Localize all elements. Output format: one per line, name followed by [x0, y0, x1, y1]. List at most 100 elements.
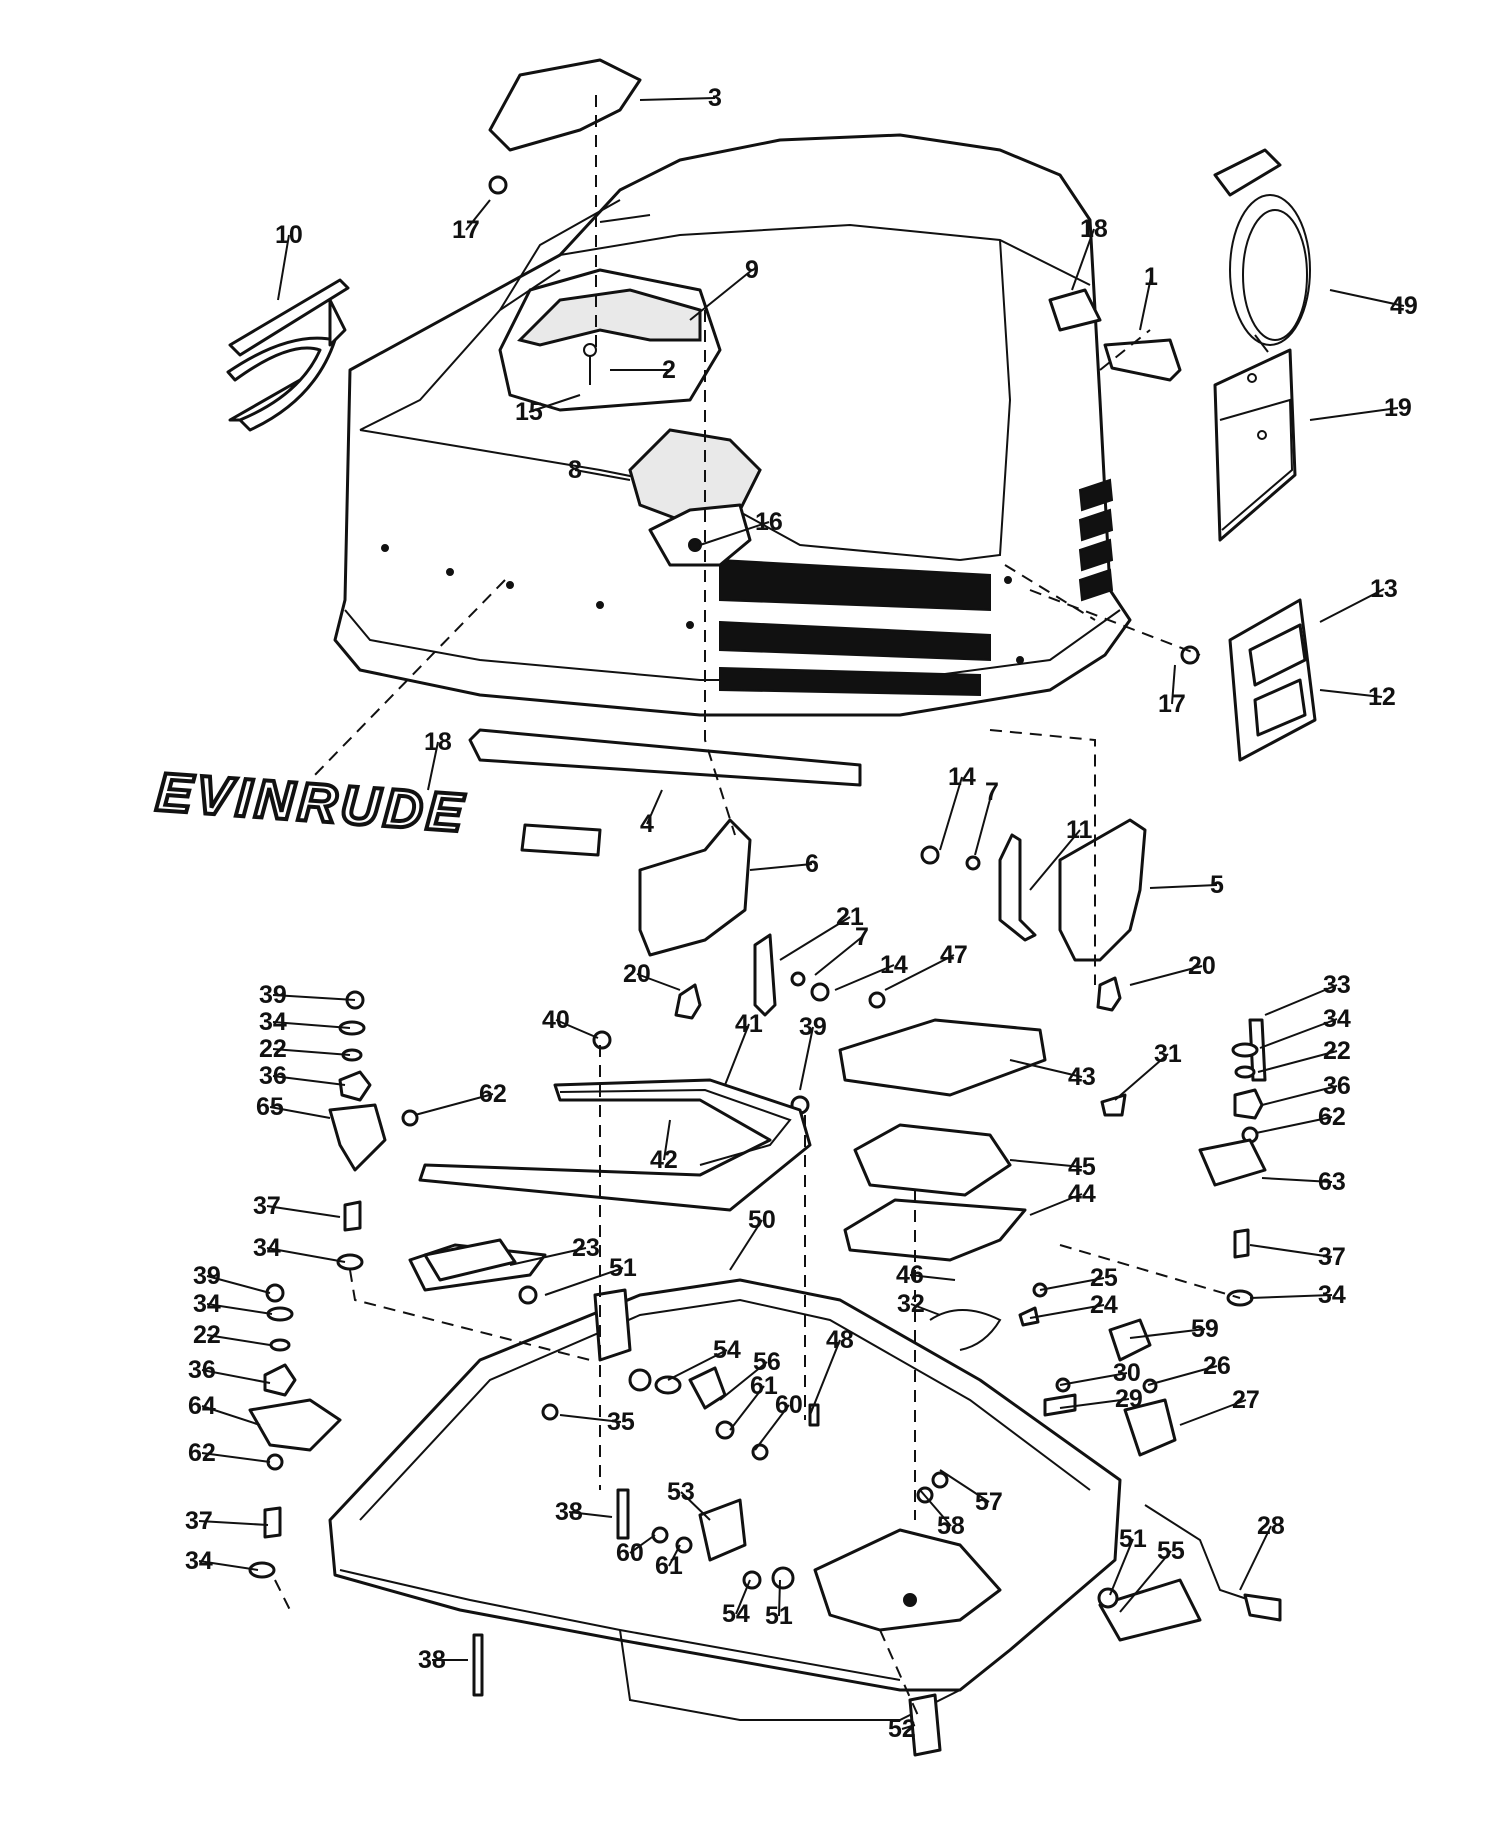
callout-number: 37: [1318, 1243, 1346, 1271]
callout-c22a: 22: [259, 1035, 351, 1063]
nut-51-part: [1097, 1587, 1119, 1609]
callout-leader: [779, 916, 851, 961]
callout-number: 51: [765, 1602, 793, 1630]
callout-number: 24: [1090, 1291, 1118, 1319]
callout-number: 33: [1323, 971, 1351, 999]
callout-c48: 48: [809, 1326, 854, 1416]
callout-number: 11: [1066, 816, 1093, 844]
callout-number: 5: [1210, 871, 1224, 899]
callout-c40: 40: [542, 1006, 599, 1039]
callout-leader: [636, 973, 681, 991]
callout-number: 38: [418, 1646, 446, 1674]
callout-number: 1: [1144, 263, 1158, 291]
callout-leader: [639, 97, 716, 101]
callout-number: 22: [1323, 1037, 1351, 1065]
emblem-part: [226, 278, 350, 432]
callout-c20a: 20: [623, 960, 681, 991]
callout-number: 21: [836, 903, 864, 931]
callout-leader: [1029, 1304, 1105, 1319]
callout-c8: 8: [568, 456, 631, 484]
callout-c62c: 62: [188, 1439, 271, 1467]
callout-number: 59: [1191, 1315, 1219, 1343]
callout-c2: 2: [610, 356, 676, 384]
callout-c62a: 62: [414, 1080, 507, 1116]
callout-leader: [414, 1093, 494, 1116]
callout-number: 47: [940, 941, 968, 969]
grip-55-part: [1098, 1578, 1202, 1642]
callout-leader: [555, 1019, 599, 1039]
callout-leader: [1059, 1372, 1128, 1386]
callout-c15: 15: [515, 394, 581, 426]
callout-leader: [1255, 1116, 1333, 1134]
callout-number: 62: [479, 1080, 507, 1108]
callout-leader: [201, 1369, 271, 1384]
pouch-part: [1213, 348, 1297, 542]
assembly-lines: [274, 95, 1241, 1721]
callout-leader: [1009, 1059, 1083, 1078]
callout-leader: [1259, 1018, 1338, 1049]
callout-c16: 16: [699, 508, 783, 546]
callout-leader: [427, 741, 439, 791]
callout-c34b: 34: [1259, 1005, 1351, 1049]
callout-number: 15: [515, 398, 543, 426]
callout-leader: [909, 1274, 956, 1281]
callout-number: 38: [555, 1498, 583, 1526]
callout-leader: [1114, 1053, 1169, 1101]
callout-number: 4: [640, 810, 654, 838]
callout-number: 52: [888, 1715, 916, 1743]
callout-c34d: 34: [1249, 1281, 1346, 1309]
callout-c58: 58: [919, 1489, 965, 1540]
callout-c3: 3: [639, 84, 722, 112]
callout-number: 18: [424, 728, 452, 756]
callout-leader: [1249, 1294, 1333, 1299]
callout-number: 36: [188, 1356, 216, 1384]
callout-number: 16: [755, 508, 783, 536]
seal-strip-part: [468, 728, 862, 787]
callout-leader: [680, 1491, 711, 1521]
callout-c51a: 51: [544, 1254, 637, 1296]
callout-number: 37: [253, 1192, 281, 1220]
callout-number: 51: [1119, 1525, 1147, 1553]
callout-number: 40: [542, 1006, 570, 1034]
callout-number: 64: [188, 1392, 216, 1420]
callout-c53: 53: [667, 1478, 711, 1521]
callout-leader: [1309, 407, 1399, 421]
callout-c5: 5: [1149, 871, 1224, 899]
callout-c51c: 51: [765, 1579, 793, 1630]
callout-leader: [568, 1511, 613, 1518]
callout-c27: 27: [1179, 1386, 1260, 1426]
bolt-38-part: [472, 1633, 484, 1697]
callout-c56: 56: [719, 1348, 781, 1401]
callout-leader: [1147, 1365, 1218, 1386]
plate-1-part: [1103, 338, 1182, 382]
callout-leader: [646, 789, 663, 825]
bracket-5-part: [1058, 818, 1147, 962]
callout-leader: [749, 863, 813, 871]
callout-leader: [206, 1275, 271, 1294]
callout-leader: [668, 1544, 681, 1567]
callout-c7a: 7: [974, 778, 999, 856]
callout-leader: [1329, 289, 1405, 307]
callout-leader: [1109, 1538, 1134, 1596]
callout-c65: 65: [256, 1093, 331, 1121]
callout-number: 8: [568, 456, 582, 484]
callout-c41: 41: [724, 1010, 763, 1086]
callout-leader: [735, 1579, 751, 1615]
callout-leader: [834, 964, 895, 991]
callout-number: 45: [1068, 1153, 1096, 1181]
callout-number: 7: [855, 923, 869, 951]
callout-c39a: 39: [259, 981, 356, 1009]
callout-c32: 32: [897, 1290, 941, 1318]
callout-leader: [1129, 965, 1203, 986]
callout-number: 46: [896, 1261, 924, 1289]
callout-leader: [799, 1026, 814, 1091]
callout-number: 35: [607, 1408, 635, 1436]
callout-c51b: 51: [1109, 1525, 1147, 1596]
callout-number: 20: [1188, 952, 1216, 980]
callout-c36a: 36: [259, 1062, 346, 1090]
callout-c28: 28: [1239, 1512, 1285, 1591]
callout-c14a: 14: [939, 763, 976, 851]
callout-number: 53: [667, 1478, 695, 1506]
callout-number: 48: [826, 1326, 854, 1354]
callout-leader: [729, 1385, 765, 1431]
